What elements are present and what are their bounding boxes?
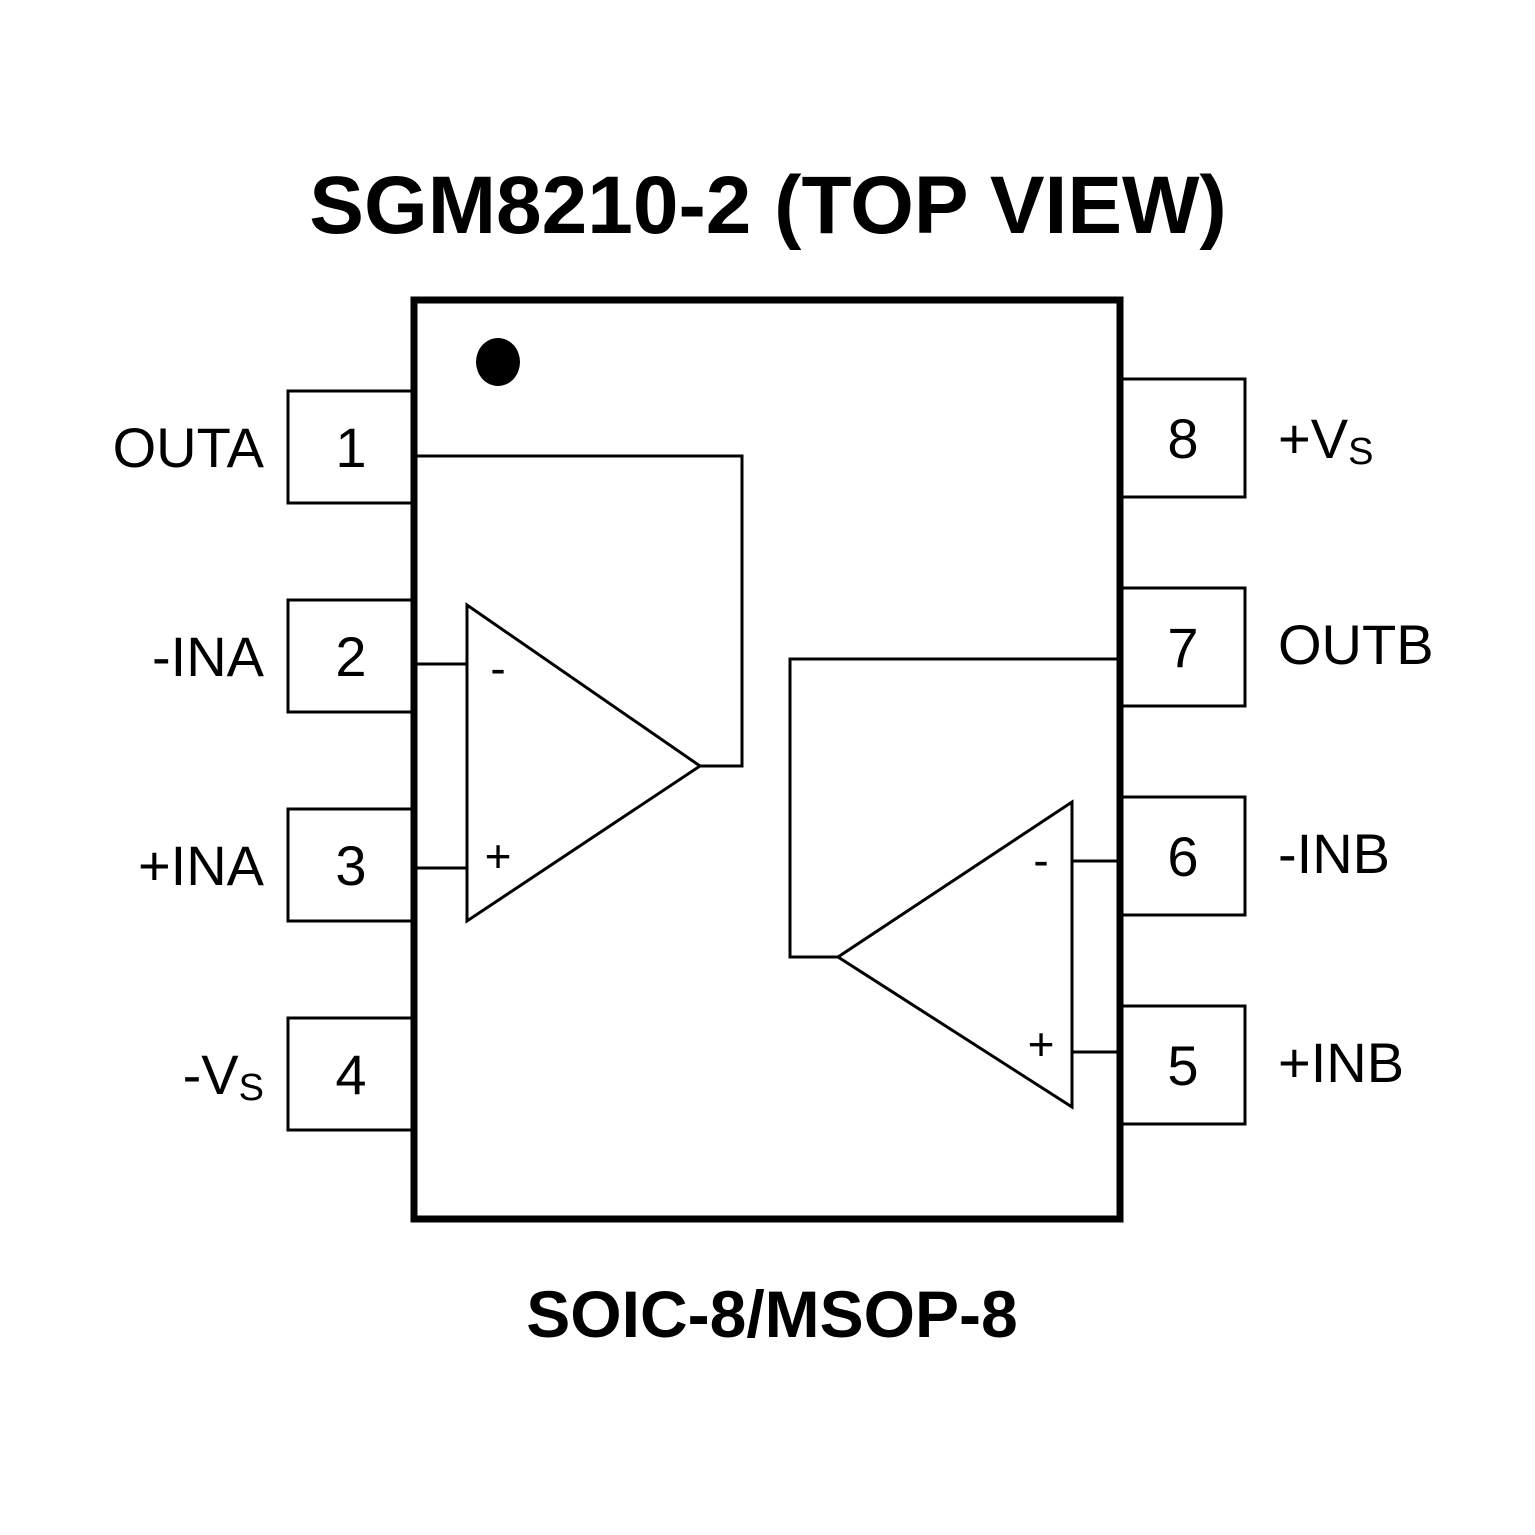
pin-7-number: 7: [1167, 616, 1198, 679]
pin-3-number: 3: [335, 834, 366, 897]
pin-4-name-main: -V: [183, 1043, 240, 1106]
pin-8-number: 8: [1167, 407, 1198, 470]
package-body: [410, 296, 1124, 1223]
pin1-indicator-dot: [476, 338, 520, 386]
pin-1-pad: [286, 389, 416, 505]
pin-3-name: +INA: [138, 834, 265, 897]
amp-a-plus-sign: +: [485, 830, 512, 882]
pin-8-name: +VS: [1278, 407, 1373, 473]
pin-6-number: 6: [1167, 825, 1198, 888]
amplifier-a-triangle: [465, 602, 703, 924]
pin-2-number: 2: [335, 625, 366, 688]
pin-4-name-subscript: S: [239, 1067, 264, 1109]
amp-a-feedback-wire: [417, 454, 744, 768]
pin-5-name: +INB: [1278, 1031, 1404, 1094]
pin-2-pad: [286, 598, 416, 714]
pin-8-name-subscript: S: [1348, 431, 1373, 473]
package-label: SOIC-8/MSOP-8: [526, 1277, 1017, 1351]
diagram-title: SGM8210-2 (TOP VIEW): [309, 160, 1226, 251]
pin-2-name: -INA: [152, 625, 265, 688]
amp-b-plus-sign: +: [1028, 1018, 1055, 1070]
pin-8-name-main: +V: [1278, 407, 1349, 470]
amp-b-feedback-wire: [788, 657, 1117, 959]
amp-b-minus-sign: -: [1033, 834, 1048, 886]
pin-5-number: 5: [1167, 1034, 1198, 1097]
pin-1-name: OUTA: [113, 416, 265, 479]
pin-4-number: 4: [335, 1043, 366, 1106]
pin-7-name: OUTB: [1278, 613, 1434, 676]
pin-6-name: -INB: [1278, 822, 1390, 885]
pin-6-pad: [1115, 795, 1247, 917]
pin-1-number: 1: [335, 416, 366, 479]
amp-a-minus-sign: -: [490, 642, 505, 694]
pin-3-pad: [286, 807, 416, 923]
amplifier-b-triangle: [835, 799, 1074, 1110]
pin-4-name: -VS: [183, 1043, 264, 1109]
pin-8-pad: [1115, 377, 1247, 499]
